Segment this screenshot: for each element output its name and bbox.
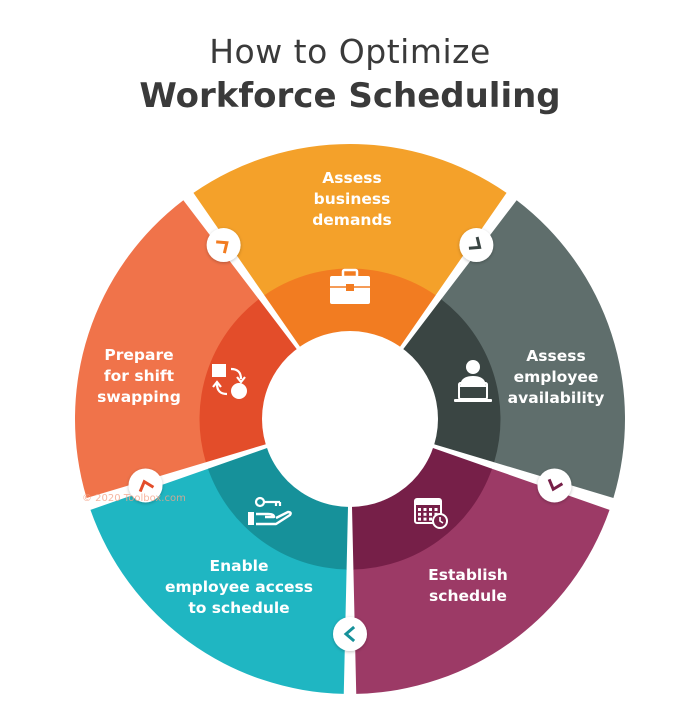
- chevron-icon: [128, 468, 163, 503]
- step-label-1: Assess business demands: [312, 169, 392, 229]
- employee-laptop-icon: [454, 360, 492, 402]
- swap-arrows-icon: [212, 364, 247, 399]
- segment-inner-5: [199, 299, 298, 463]
- segment-outer-3: [353, 468, 610, 694]
- step-label-4: Enable employee access to schedule: [165, 557, 313, 617]
- step-label-line: business: [314, 190, 391, 208]
- segment-outer-4: [90, 468, 347, 694]
- step-label-line: Assess: [526, 347, 585, 365]
- chevron-icon: [537, 468, 572, 503]
- segment-outer-1: [193, 144, 507, 296]
- step-label-line: employee: [514, 368, 599, 386]
- step-label-line: availability: [508, 389, 605, 407]
- segment-inner-4: [207, 447, 349, 570]
- step-label-3: Establish schedule: [428, 566, 508, 605]
- step-label-2: Assess employee availability: [508, 347, 605, 407]
- briefcase-icon: [330, 268, 370, 304]
- chevron-icon: [333, 617, 367, 651]
- step-label-line: Prepare: [104, 346, 173, 364]
- segment-inner-3: [351, 447, 493, 570]
- segment-inner-1: [264, 268, 436, 349]
- step-label-line: swapping: [97, 388, 181, 406]
- key-hand-icon: [248, 496, 292, 526]
- step-label-line: for shift: [104, 367, 175, 385]
- step-label-line: to schedule: [188, 599, 289, 617]
- step-label-line: Enable: [209, 557, 268, 575]
- step-label-5: Prepare for shift swapping: [97, 346, 181, 406]
- step-label-line: employee access: [165, 578, 313, 596]
- title: How to Optimize Workforce Scheduling: [0, 30, 700, 118]
- step-label-line: demands: [312, 211, 392, 229]
- step-label-line: Establish: [428, 566, 508, 584]
- step-label-line: schedule: [429, 587, 507, 605]
- watermark: © 2020 Toolbox.com: [82, 493, 186, 504]
- title-line-2: Workforce Scheduling: [139, 76, 561, 116]
- chevron-icon: [459, 228, 494, 263]
- step-label-line: Assess: [322, 169, 381, 187]
- segment-outer-5: [75, 200, 260, 499]
- calendar-clock-icon: [414, 498, 448, 529]
- segment-inner-2: [402, 299, 501, 463]
- center-hole: [262, 331, 438, 507]
- segment-outer-2: [440, 200, 625, 499]
- title-line-1: How to Optimize: [209, 32, 491, 71]
- chevron-icon: [206, 228, 241, 263]
